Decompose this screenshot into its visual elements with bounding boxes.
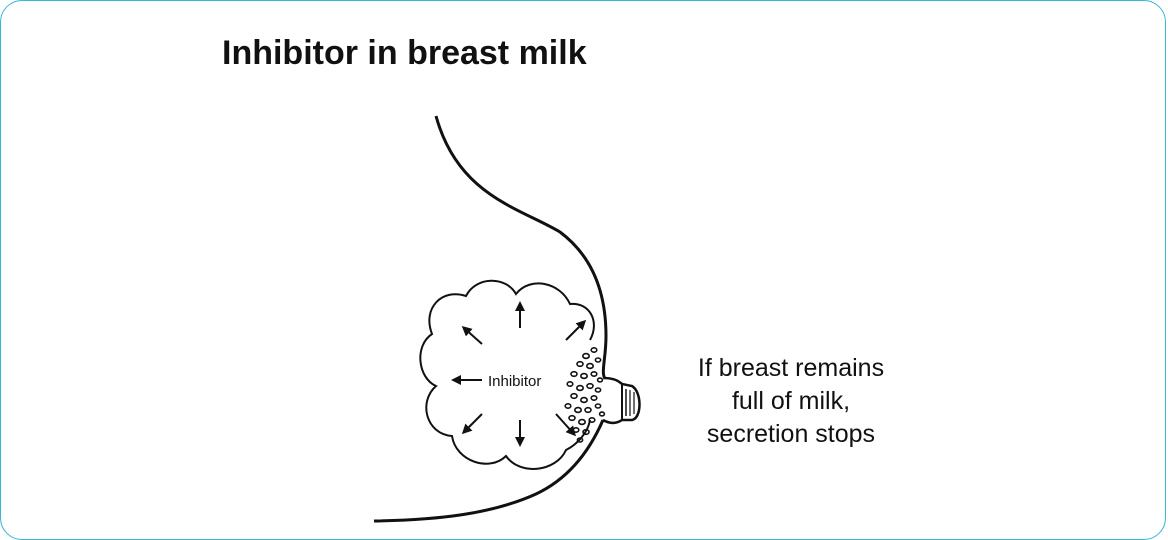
caption-line-2: full of milk,	[660, 385, 922, 418]
caption-line-3: secretion stops	[660, 418, 922, 451]
inhibitor-label: Inhibitor	[488, 373, 541, 390]
caption: If breast remains full of milk, secretio…	[660, 352, 922, 451]
nipple	[603, 378, 640, 423]
caption-line-1: If breast remains	[660, 352, 922, 385]
